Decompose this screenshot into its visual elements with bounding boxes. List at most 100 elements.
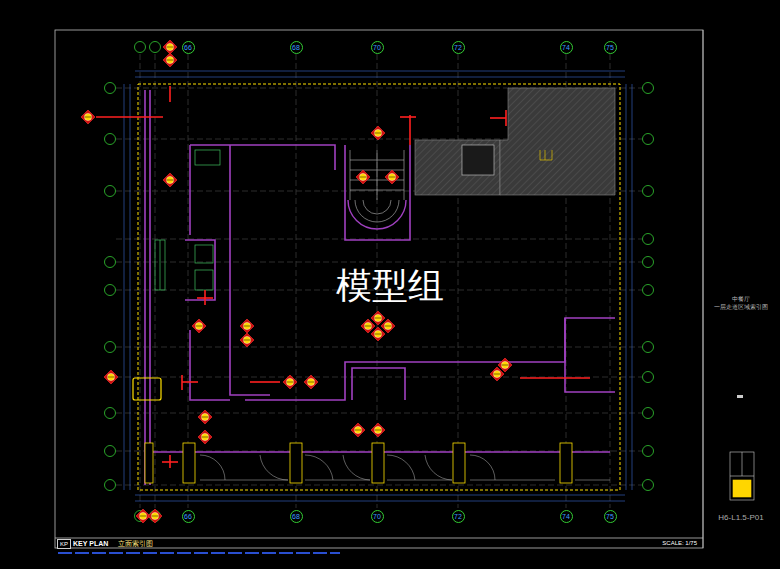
plan-use [385,170,399,184]
plan-use [198,410,212,424]
plan-circle [643,342,654,353]
plan-use [371,126,385,140]
plan-rect [560,443,572,483]
grid-bubble: 72 [452,510,465,523]
plan-circle [105,186,116,197]
plan-line [250,381,280,383]
panel-title: 中餐厅 [732,296,750,302]
plan-use [283,375,297,389]
grid-bubbles [105,42,654,522]
grid-number: 70 [373,44,381,51]
plan-use [148,509,162,523]
plan-circle [643,257,654,268]
sheet-tag-box: KP [57,539,71,549]
plan-use [240,319,254,333]
grid-bubble: 74 [560,41,573,54]
plan-path [540,150,552,160]
plan-line [135,77,625,78]
panel-subtitle: 一层走道区域索引图 [714,304,768,310]
plan-line [160,240,161,290]
plan-circle [643,446,654,457]
plan-line [350,150,351,200]
plan-rect [195,270,213,290]
grid-bubble: 75 [604,510,617,523]
sheet-subtitle: 立面索引图 [118,540,153,547]
plan-line [149,90,151,485]
plan-line [470,480,555,481]
plan-circle [105,83,116,94]
thumbnail [730,452,754,500]
plan-line [135,495,625,496]
plan-line [730,476,754,477]
plan-circle [643,234,654,245]
grid-bubble: 70 [371,41,384,54]
plan-circle [105,446,116,457]
grid-number: 72 [454,44,462,51]
plan-circle [643,83,654,94]
sheet-title: KEY PLAN [73,540,108,548]
plan-use [371,311,385,325]
plan-line [200,480,288,481]
plan-line [182,381,198,383]
plan-line [742,452,743,476]
plan-use [356,170,370,184]
plan-line [409,115,411,145]
plan-line [703,30,704,548]
grid-bubble: 66 [182,41,195,54]
building-boundary [138,84,620,490]
highlight-box [133,378,161,400]
plan-circle [105,134,116,145]
walls [145,90,615,485]
grid-bubble: 70 [371,510,384,523]
plan-path [230,145,270,395]
plan-line [296,54,297,508]
plan-path [352,368,405,400]
plan-path [260,455,288,480]
grid-number: 74 [562,513,570,520]
plan-line [188,54,189,508]
grid-bubble: 68 [290,41,303,54]
plan-line [458,54,459,508]
plan-rect [733,480,751,497]
elevation-tags [81,40,512,523]
plan-use [163,53,177,67]
plan-line [520,377,590,379]
plan-circle [643,480,654,491]
hatched-core [415,140,500,195]
plan-line [140,54,141,508]
plan-line [626,84,627,490]
dimension-lines [124,71,632,501]
plan-rect [290,443,302,483]
plan-path [343,455,370,480]
plan-rect [730,452,754,500]
plan-circle [643,372,654,383]
plan-line [96,116,163,118]
plan-rect [183,443,195,483]
lift [462,145,494,175]
plan-use [371,327,385,341]
plan-path [190,145,410,240]
plan-path [425,455,452,480]
plan-line [135,71,625,72]
plan-path [470,455,495,480]
plan-use [371,423,385,437]
section-markers [96,86,590,468]
plan-use [240,333,254,347]
plan-line [144,90,146,485]
plan-line [575,480,610,481]
grid-number: 68 [292,513,300,520]
plan-circle [105,408,116,419]
plan-rect [155,240,165,290]
plan-rect [195,245,213,263]
grid-number: 72 [454,513,462,520]
plan-path [200,455,225,480]
plan-rect [145,443,153,483]
plan-path [245,318,615,400]
plan-circle [150,42,161,53]
grid-number: 74 [562,44,570,51]
plan-rect [453,443,465,483]
title-bar-line [55,538,703,539]
plan-path [348,200,406,229]
plan-line [116,413,642,414]
